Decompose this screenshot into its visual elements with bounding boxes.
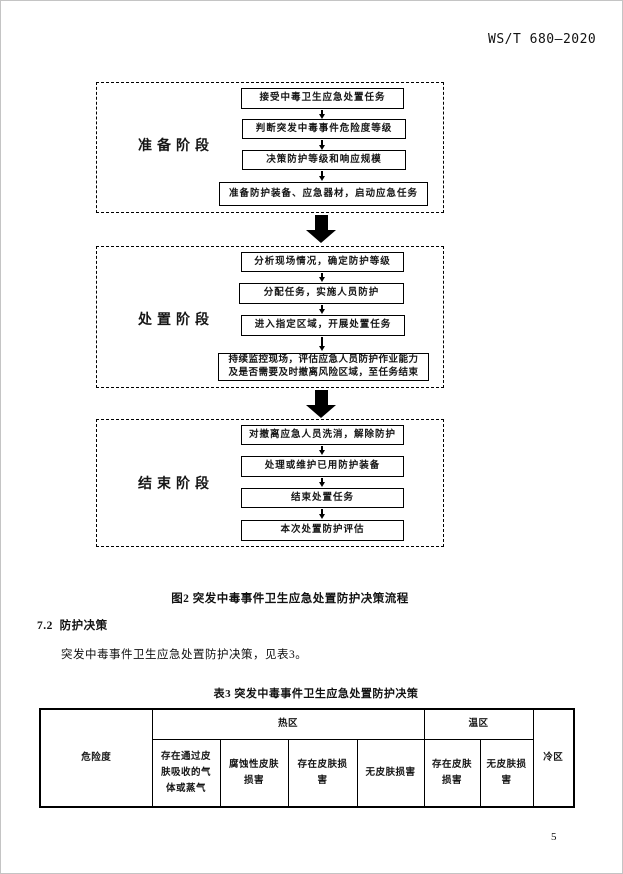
flowchart-stage-disposal bbox=[96, 246, 444, 388]
table-group-hot-zone: 热区 bbox=[151, 708, 425, 740]
flow-step-box: 处理或维护已用防护装备 bbox=[241, 456, 404, 477]
table-subheader: 存在通过皮肤吸收的气体或蒸气 bbox=[151, 738, 221, 808]
arrow-down-icon bbox=[317, 509, 327, 519]
stage-label-end: 结束阶段 bbox=[138, 477, 214, 492]
arrow-down-icon bbox=[317, 273, 327, 282]
flowchart-stage-preparation bbox=[96, 82, 444, 213]
stage-label-disposal: 处置阶段 bbox=[138, 313, 214, 328]
table-subheader: 无皮肤损害 bbox=[479, 738, 534, 808]
flow-step-box: 分析现场情况，确定防护等级 bbox=[241, 252, 404, 272]
table-subheader: 无皮肤损害 bbox=[356, 738, 425, 808]
arrow-down-icon bbox=[317, 446, 327, 455]
arrow-down-icon bbox=[317, 110, 327, 119]
arrow-down-icon bbox=[317, 478, 327, 487]
flow-step-box: 决策防护等级和响应规模 bbox=[242, 150, 406, 170]
section-heading: 7.2 防护决策 bbox=[37, 617, 108, 633]
table-header-risk: 危险度 bbox=[39, 708, 153, 808]
figure-caption: 图2 突发中毒事件卫生应急处置防护决策流程 bbox=[171, 593, 409, 605]
arrow-down-icon bbox=[317, 140, 327, 150]
table-subheader: 腐蚀性皮肤损害 bbox=[219, 738, 289, 808]
paragraph: 突发中毒事件卫生应急处置防护决策，见表3。 bbox=[61, 649, 308, 661]
page-number: 5 bbox=[551, 831, 557, 843]
arrow-down-icon bbox=[317, 171, 327, 181]
flow-step-box: 接受中毒卫生应急处置任务 bbox=[241, 88, 404, 109]
flow-step-box: 本次处置防护评估 bbox=[241, 520, 404, 541]
table-subheader: 存在皮肤损害 bbox=[287, 738, 358, 808]
stage-label-preparation: 准备阶段 bbox=[138, 139, 214, 154]
table-title: 表3 突发中毒事件卫生应急处置防护决策 bbox=[213, 688, 419, 700]
decision-table: 危险度 热区 温区 冷区 存在通过皮肤吸收的气体或蒸气 腐蚀性皮肤损害 存在皮肤… bbox=[39, 708, 576, 808]
flow-step-box: 持续监控现场，评估应急人员防护作业能力 及是否需要及时撤离风险区域，至任务结束 bbox=[218, 353, 429, 381]
arrow-down-icon bbox=[317, 305, 327, 314]
section-title: 防护决策 bbox=[59, 620, 108, 632]
flow-step-box: 进入指定区域，开展处置任务 bbox=[241, 315, 405, 336]
flow-step-box: 结束处置任务 bbox=[241, 488, 404, 508]
flowchart-stage-end bbox=[96, 419, 444, 547]
flow-step-box: 分配任务，实施人员防护 bbox=[239, 283, 404, 304]
flow-step-box: 对撤离应急人员洗消，解除防护 bbox=[241, 425, 404, 445]
big-arrow-down-icon bbox=[306, 215, 336, 243]
table-subheader: 存在皮肤损害 bbox=[423, 738, 481, 808]
table-header-cold-zone: 冷区 bbox=[532, 708, 575, 808]
big-arrow-down-icon bbox=[306, 390, 336, 418]
arrow-down-icon bbox=[317, 337, 327, 351]
section-number: 7.2 bbox=[37, 620, 53, 632]
table-group-warm-zone: 温区 bbox=[423, 708, 534, 740]
standard-number: WS/T 680—2020 bbox=[488, 32, 597, 47]
flow-step-box: 判断突发中毒事件危险度等级 bbox=[242, 119, 406, 139]
flow-step-box: 准备防护装备、应急器材，启动应急任务 bbox=[219, 182, 428, 206]
